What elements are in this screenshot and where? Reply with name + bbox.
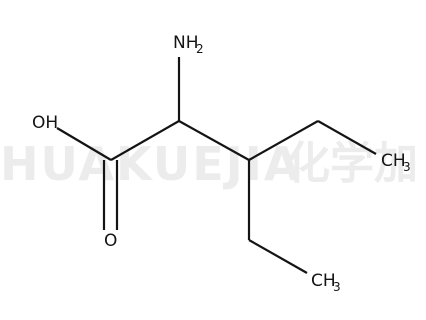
atom-label-ch3-lower: CH 3 [311,271,341,294]
ch3-lower-subscript: 3 [333,280,341,294]
bond-lower-ch3 [248,239,308,274]
bond-calpha-ccarboxyl [110,120,180,161]
bond-cbeta-upper [248,120,319,161]
atom-label-oh: OH [32,113,58,133]
bonds [56,57,377,274]
ch3-upper-subscript: 3 [403,160,411,174]
atom-label-ch3-upper: CH 3 [381,151,411,174]
ch3-upper-main-text: CH [381,151,406,171]
watermark-chinese: 化学加 [286,138,418,189]
atom-label-nh2: NH 2 [173,33,204,56]
nh2-main-text: NH [173,33,199,53]
nh2-subscript: 2 [196,42,204,56]
atom-label-o: O [104,231,117,251]
watermark-latin: HUAKUEJIA [0,137,301,191]
bond-calpha-cbeta [178,120,250,161]
bond-upper-ch3 [317,120,377,155]
bond-ccarboxyl-oh [56,127,112,161]
ch3-lower-main-text: CH [311,271,336,291]
